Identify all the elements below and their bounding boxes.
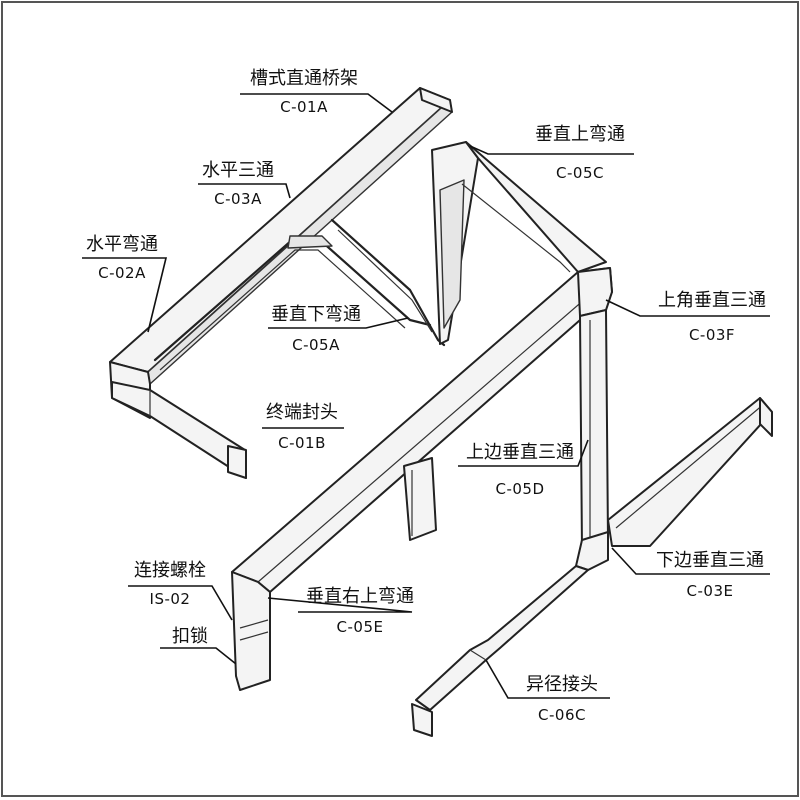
leader-c05e <box>267 597 413 613</box>
label-name: 垂直上弯通 <box>535 124 625 145</box>
label-name: 上边垂直三通 <box>466 442 574 463</box>
reducer-step <box>469 649 487 661</box>
tee-branch-mouth <box>287 235 333 249</box>
label-code: C-01A <box>280 98 328 116</box>
label-code: C-05C <box>556 164 604 182</box>
label-name: 上角垂直三通 <box>658 290 766 311</box>
leader-c05d <box>458 439 589 467</box>
down-bend-inner <box>337 229 433 333</box>
leader-lines <box>82 93 770 699</box>
label-name: 槽式直通桥架 <box>250 68 358 89</box>
label-name: 下边垂直三通 <box>656 550 764 571</box>
label-code: C-03F <box>689 326 735 344</box>
leader-c03a <box>198 183 291 199</box>
label-name: 水平三通 <box>202 160 274 181</box>
leader-c05a <box>268 317 409 329</box>
label-name: 水平弯通 <box>86 234 158 255</box>
lower-tray-top <box>607 397 773 547</box>
tee-channel-inner <box>159 249 406 371</box>
leader-c06c <box>485 659 610 699</box>
corner-bend-down <box>231 571 271 691</box>
reducer-top <box>415 565 589 711</box>
upper-bend-inner <box>461 183 571 273</box>
down-bend-edge <box>330 218 446 347</box>
lower-tray-inner <box>615 403 765 529</box>
label-code: C-06C <box>538 706 586 724</box>
bolt-joint <box>239 619 269 629</box>
straight-tray-end <box>419 87 453 113</box>
label-name: 连接螺栓 <box>134 560 206 581</box>
leader-c02a <box>82 257 168 333</box>
upper-bend-top <box>465 141 607 273</box>
lower-tray-end <box>759 397 773 437</box>
label-code: C-05A <box>292 336 340 354</box>
leader-lock <box>160 647 237 665</box>
straight-tray-top <box>109 87 451 373</box>
corner-tee-box <box>577 267 613 317</box>
label-name: 垂直下弯通 <box>271 304 361 325</box>
label-name: 垂直右上弯通 <box>306 586 414 607</box>
leader-is02 <box>128 585 233 621</box>
main-tray-inner-rim <box>257 285 601 583</box>
reducer-end <box>411 703 433 737</box>
main-long-tray <box>231 267 613 691</box>
label-code: C-05E <box>337 618 384 636</box>
tee-down-leg <box>403 457 437 541</box>
labels: 槽式直通桥架 C-01A 水平三通 C-03A 水平弯通 C-02A 垂直下弯通… <box>86 68 766 724</box>
label-name: 终端封头 <box>266 402 338 423</box>
leader-c03f <box>605 299 770 317</box>
label-code: C-05D <box>495 480 544 498</box>
label-name: 异径接头 <box>526 674 598 695</box>
lock-joint <box>239 631 269 641</box>
lower-bend <box>575 531 609 571</box>
label-code: C-02A <box>98 264 146 282</box>
leader-c05c <box>469 145 634 155</box>
leader-c03e <box>611 547 770 575</box>
upper-left-tray <box>109 87 607 479</box>
end-cap-tray <box>111 381 247 479</box>
label-code: C-03E <box>687 582 734 600</box>
right-riser-system <box>411 267 773 737</box>
vertical-riser <box>579 309 609 551</box>
riser-inner <box>439 179 465 329</box>
label-code: IS-02 <box>150 590 191 608</box>
leader-c01a <box>240 93 393 113</box>
label-code: C-03A <box>214 190 262 208</box>
end-cap-face <box>227 445 247 479</box>
label-code: C-01B <box>278 434 326 452</box>
label-name: 扣锁 <box>172 626 208 647</box>
